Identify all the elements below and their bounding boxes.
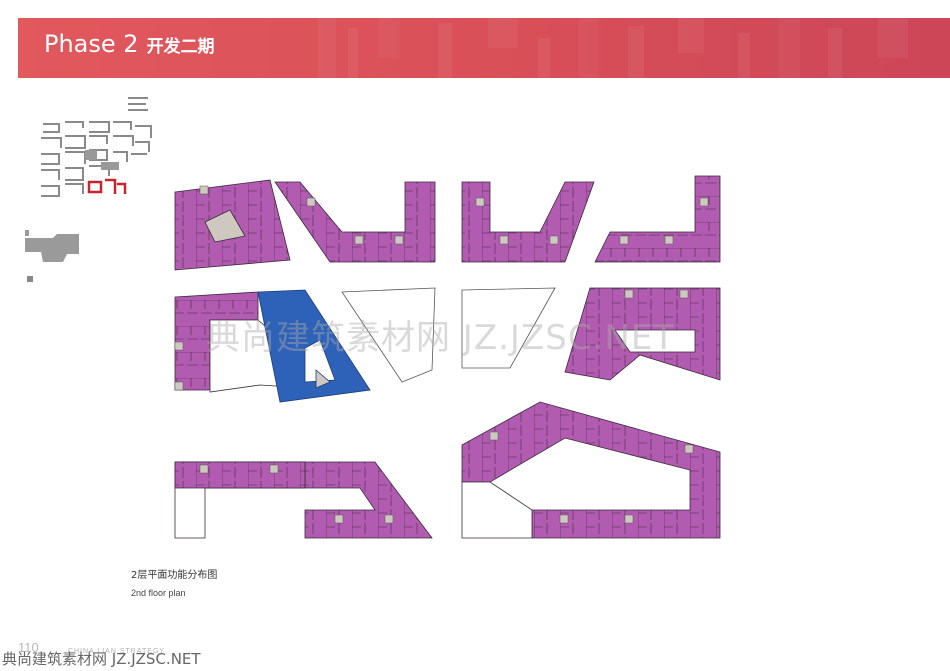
header-pattern (318, 18, 908, 78)
building-block-c (461, 181, 595, 263)
site-key-plan-thumbnail (25, 97, 152, 282)
building-block-a (174, 179, 291, 271)
footer-watermark: 典尚建筑素材网 JZ.JZSC.NET (2, 650, 201, 668)
open-plot-2 (461, 287, 556, 369)
title-chinese: 开发二期 (146, 37, 215, 57)
caption-chinese: 2层平面功能分布图 (131, 570, 218, 581)
floor-plan-drawing (174, 175, 721, 539)
building-block-h (461, 401, 721, 539)
building-block-b (274, 181, 436, 263)
caption-english: 2nd floor plan (131, 588, 186, 598)
open-plot-1 (341, 287, 436, 383)
title-english: Phase 2 (44, 30, 139, 58)
commercial-block (257, 289, 371, 403)
footer-text: CHINA LIAN STRATEGY (68, 648, 166, 655)
building-block-g (174, 461, 433, 539)
building-block-d (594, 175, 721, 263)
building-block-f (564, 287, 721, 381)
watermark: 典尚建筑素材网 JZ.JZSC.NET (206, 318, 676, 358)
header-banner: Phase 2 开发二期 (18, 18, 950, 78)
page-title: Phase 2 开发二期 (44, 30, 215, 58)
page-number: 110 (18, 640, 39, 655)
